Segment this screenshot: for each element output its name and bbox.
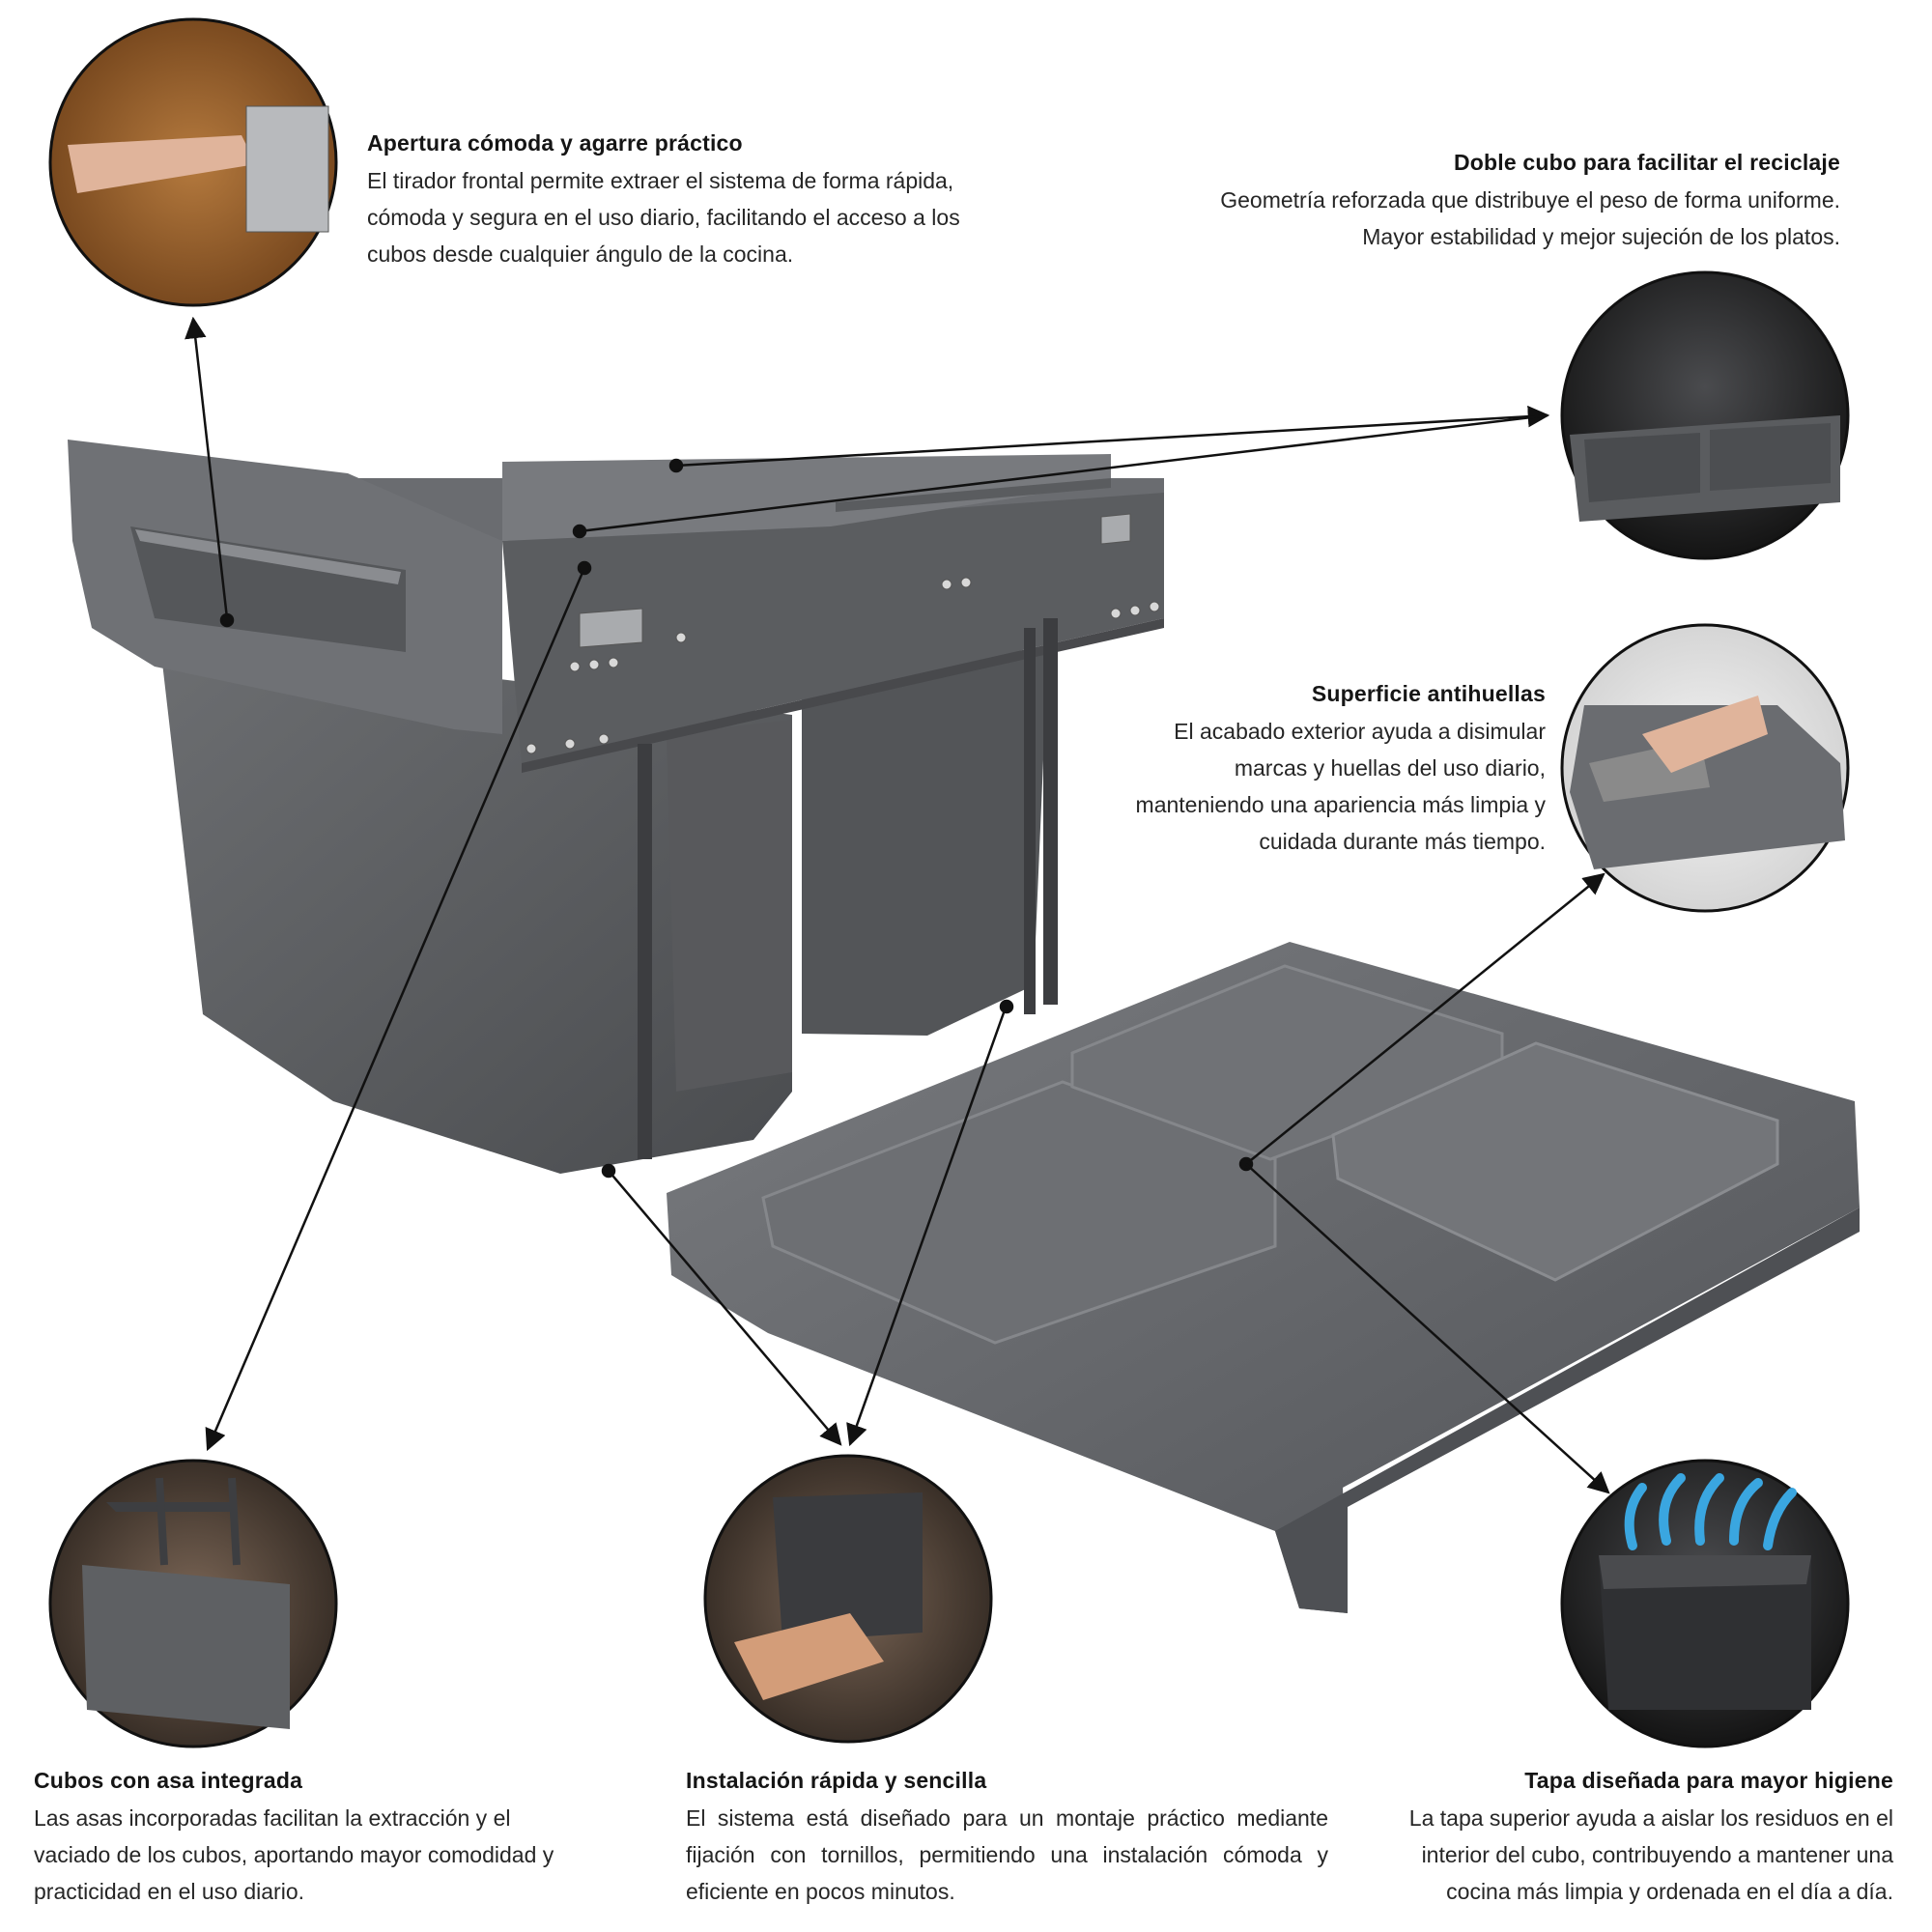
callout-instalacion-2 <box>846 1004 1009 1447</box>
feature-title: Instalación rápida y sencilla <box>686 1768 987 1793</box>
main-product <box>68 440 1164 1174</box>
photo-antihuellas <box>1560 623 1850 913</box>
bin-rim <box>502 454 1111 541</box>
feature-title: Superficie antihuellas <box>1311 681 1546 706</box>
photo-apertura <box>48 17 338 307</box>
feature-tapa: Tapa diseñada para mayor higiene La tapa… <box>1377 1768 1893 1910</box>
photo-doble-cubo <box>1560 270 1850 560</box>
callout-doble-2 <box>579 413 1548 533</box>
lid-panel-1 <box>761 1080 1277 1345</box>
front-bin-left <box>159 638 792 1174</box>
callout-instalacion-1 <box>608 1170 842 1446</box>
lid-front-edge <box>1275 1208 1860 1613</box>
feature-text: Las asas incorporadas facilitan la extra… <box>34 1805 554 1904</box>
callout-tapa <box>1245 1163 1610 1494</box>
front-bin-right <box>667 720 792 1092</box>
slide-bracket <box>579 608 643 648</box>
callout-asa <box>205 567 586 1452</box>
callout-lines <box>185 316 1610 1494</box>
callout-doble-1 <box>675 405 1550 468</box>
feature-text: La tapa superior ayuda a aislar los resi… <box>1408 1805 1893 1904</box>
callout-antihuellas <box>1245 872 1605 1165</box>
feature-text: El acabado exterior ayuda a disimular ma… <box>1135 719 1546 854</box>
photo-asa <box>48 1459 338 1748</box>
feature-title: Cubos con asa integrada <box>34 1768 303 1793</box>
photo-tapa <box>1560 1459 1850 1748</box>
lid <box>667 942 1860 1613</box>
feature-asa: Cubos con asa integrada Las asas incorpo… <box>34 1768 589 1910</box>
feature-text: El tirador frontal permite extraer el si… <box>367 168 960 267</box>
frame-rail <box>502 493 1164 763</box>
feature-instalacion: Instalación rápida y sencilla El sistema… <box>686 1768 1328 1910</box>
handle-recess <box>130 526 406 652</box>
feature-antihuellas: Superficie antihuellas El acabado exteri… <box>1111 681 1546 860</box>
callout-apertura <box>185 316 229 619</box>
feature-title: Apertura cómoda y agarre práctico <box>367 130 743 156</box>
lid-panel-3 <box>1331 1041 1779 1282</box>
photo-instalacion <box>703 1454 993 1744</box>
feature-title: Tapa diseñada para mayor higiene <box>1524 1768 1893 1793</box>
feature-title: Doble cubo para facilitar el reciclaje <box>1453 150 1840 175</box>
screws <box>526 577 1160 754</box>
feature-text: Geometría reforzada que distribuye el pe… <box>1220 187 1840 249</box>
feature-doble-cubo: Doble cubo para facilitar el reciclaje G… <box>1183 150 1840 255</box>
feature-apertura: Apertura cómoda y agarre práctico El tir… <box>367 130 985 272</box>
feature-text: El sistema está diseñado para un montaje… <box>686 1805 1328 1904</box>
back-bin-right <box>802 647 1048 1036</box>
